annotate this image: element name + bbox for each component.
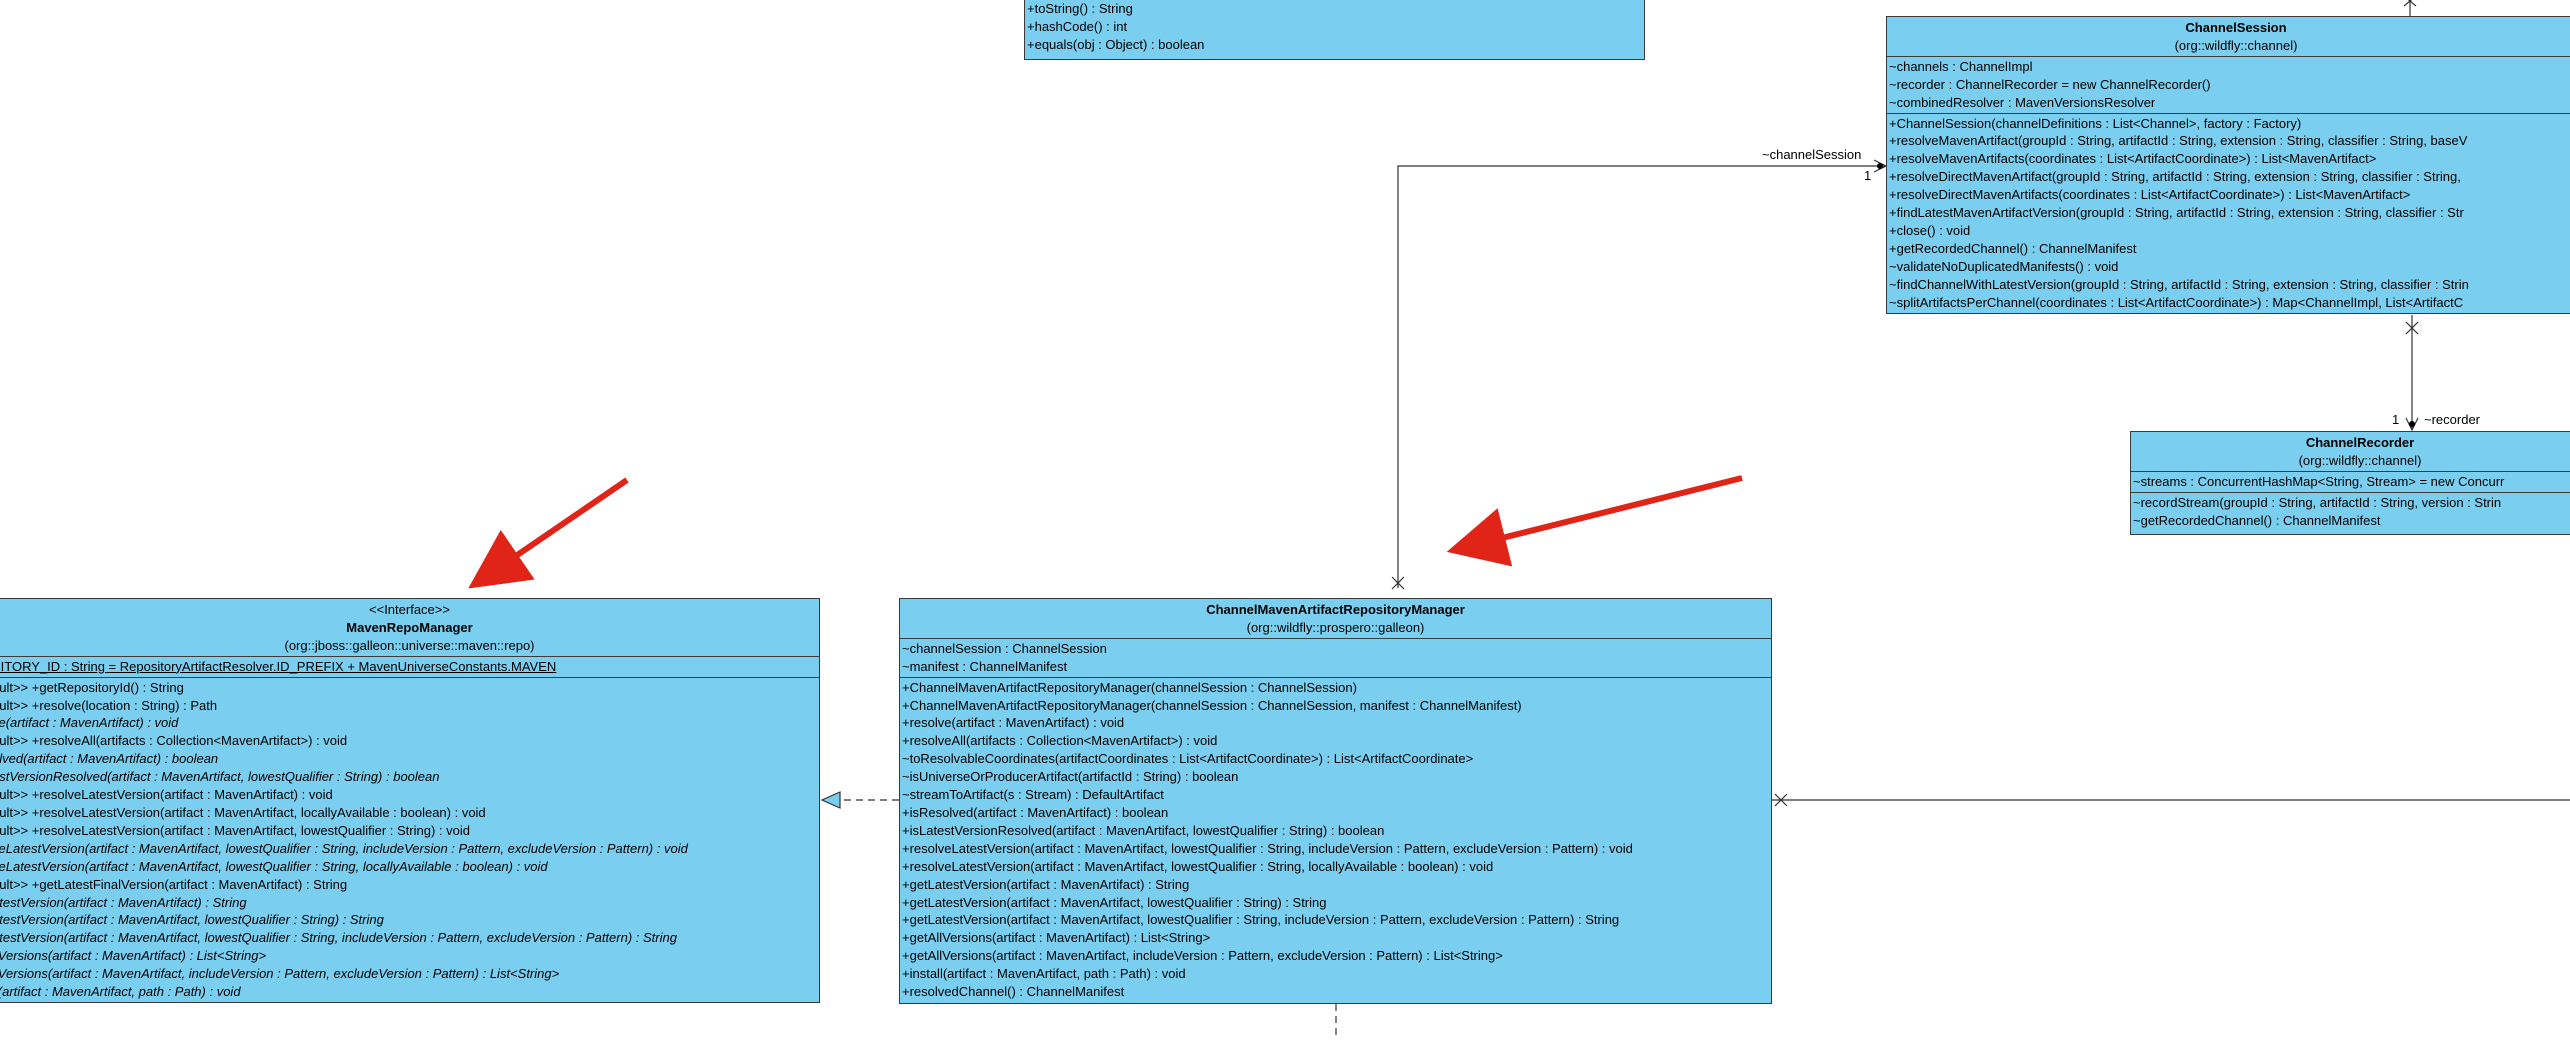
class-channel-maven-artifact-repository-manager[interactable]: ChannelMavenArtifactRepositoryManager (o… [899, 598, 1772, 1004]
class-box-partial: +toString() : String +hashCode() : int +… [1024, 0, 1645, 60]
method: +resolveDirectMavenArtifacts(coordinates… [1889, 187, 2411, 203]
method: +resolveMavenArtifact(groupId : String, … [1889, 133, 2468, 149]
method: +getAllVersions(artifact : MavenArtifact… [902, 948, 1503, 964]
interface-maven-repo-manager[interactable]: <<Interface>> MavenRepoManager (org::jbo… [0, 598, 820, 1003]
x-marker [2405, 321, 2419, 335]
method: +getRecordedChannel() : ChannelManifest [1889, 240, 2137, 256]
x-marker [1391, 576, 1405, 590]
attributes-section: ~channels : ChannelImpl ~recorder : Chan… [1887, 57, 2570, 114]
red-annotation-arrow [1446, 475, 1743, 567]
attributes-section: SITORY_ID : String = RepositoryArtifactR… [0, 657, 819, 678]
method: ault>> +resolveLatestVersion(artifact : … [0, 787, 333, 803]
method: +getLatestVersion(artifact : MavenArtifa… [902, 912, 1620, 928]
attribute: ~channelSession : ChannelSession [902, 640, 1107, 656]
method: +isResolved(artifact : MavenArtifact) : … [902, 804, 1169, 820]
method: +getAllVersions(artifact : MavenArtifact… [902, 930, 1211, 946]
method: ~splitArtifactsPerChannel(coordinates : … [1889, 294, 2464, 310]
methods-section: ault>> +getRepositoryId() : String ault>… [0, 678, 819, 1002]
open-arrowhead [2405, 417, 2419, 432]
method: ault>> +getLatestFinalVersion(artifact :… [0, 876, 348, 892]
method: ault>> +getRepositoryId() : String [0, 679, 184, 695]
method: ve(artifact : MavenArtifact) : void [0, 715, 179, 731]
attributes-section: ~streams : ConcurrentHashMap<String, Str… [2131, 472, 2570, 493]
class-package: (org::wildfly::prospero::galleon) [1246, 619, 1425, 635]
method: +resolveLatestVersion(artifact : MavenAr… [902, 858, 1494, 874]
owned-end-dot [1877, 163, 1883, 169]
attributes-section: ~channelSession : ChannelSession ~manife… [900, 639, 1771, 678]
class-name: MavenRepoManager [346, 619, 473, 635]
method: +isLatestVersionResolved(artifact : Mave… [902, 822, 1385, 838]
role-label-channel-session: ~channelSession [1762, 147, 1862, 162]
multiplicity-label: 1 [1864, 168, 1872, 183]
class-channel-session[interactable]: ChannelSession (org::wildfly::channel) ~… [1886, 16, 2570, 314]
attribute: ~recorder : ChannelRecorder = new Channe… [1889, 76, 2211, 92]
x-marker [1774, 793, 1788, 807]
attribute: ~channels : ChannelImpl [1889, 58, 2033, 74]
method: estVersionResolved(artifact : MavenArtif… [0, 769, 440, 785]
method: +install(artifact : MavenArtifact, path … [902, 966, 1186, 982]
method: +getLatestVersion(artifact : MavenArtifa… [902, 876, 1190, 892]
realization-triangle [820, 791, 841, 809]
method: atestVersion(artifact : MavenArtifact, l… [0, 930, 677, 946]
method: +hashCode() : int [1027, 18, 1128, 34]
method: ~isUniverseOrProducerArtifact(artifactId… [902, 769, 1239, 785]
owned-end-dot [2409, 421, 2415, 427]
method: ~validateNoDuplicatedManifests() : void [1889, 258, 2119, 274]
method: ~streamToArtifact(s : Stream) : DefaultA… [902, 787, 1164, 803]
class-name: ChannelMavenArtifactRepositoryManager [1206, 602, 1465, 617]
method: ault>> +resolveAll(artifacts : Collectio… [0, 733, 348, 749]
class-package: (org::wildfly::channel) [2174, 37, 2298, 53]
method: +equals(obj : Object) : boolean [1027, 36, 1205, 52]
method: +resolveMavenArtifacts(coordinates : Lis… [1889, 151, 2377, 167]
method: ault>> +resolveLatestVersion(artifact : … [0, 804, 486, 820]
attribute: ~streams : ConcurrentHashMap<String, Str… [2133, 473, 2505, 489]
attribute: ~combinedResolver : MavenVersionsResolve… [1889, 94, 2156, 110]
stereotype: <<Interface>> [369, 602, 450, 617]
method: +resolvedChannel() : ChannelManifest [902, 984, 1125, 1000]
method: llVersions(artifact : MavenArtifact, inc… [0, 966, 560, 982]
red-annotation-arrow [468, 477, 629, 589]
method: +ChannelMavenArtifactRepositoryManager(c… [902, 697, 1522, 713]
method: +findLatestMavenArtifactVersion(groupId … [1889, 205, 2464, 221]
method: +ChannelMavenArtifactRepositoryManager(c… [902, 679, 1357, 695]
class-name: ChannelSession [2185, 20, 2287, 35]
method: +resolve(artifact : MavenArtifact) : voi… [902, 715, 1125, 731]
method: veLatestVersion(artifact : MavenArtifact… [0, 858, 548, 874]
class-package: (org::wildfly::channel) [2298, 452, 2422, 468]
multiplicity-label: 1 [2392, 412, 2400, 427]
method: +ChannelSession(channelDefinitions : Lis… [1889, 115, 2302, 131]
methods-section: +ChannelSession(channelDefinitions : Lis… [1887, 114, 2570, 313]
class-name: ChannelRecorder [2305, 435, 2415, 450]
method: +resolveDirectMavenArtifact(groupId : St… [1889, 169, 2461, 185]
method: atestVersion(artifact : MavenArtifact) :… [0, 894, 247, 910]
method: +toString() : String [1027, 1, 1133, 16]
method: +close() : void [1889, 222, 1971, 238]
method: atestVersion(artifact : MavenArtifact, l… [0, 912, 384, 928]
attribute: SITORY_ID : String = RepositoryArtifactR… [0, 658, 557, 674]
method: ~getRecordedChannel() : ChannelManifest [2133, 512, 2381, 528]
method: ll(artifact : MavenArtifact, path : Path… [0, 984, 241, 1000]
method: +getLatestVersion(artifact : MavenArtifa… [902, 894, 1327, 910]
method: +resolveAll(artifacts : Collection<Maven… [902, 733, 1218, 749]
method: ~toResolvableCoordinates(artifactCoordin… [902, 751, 1474, 767]
attribute: ~manifest : ChannelManifest [902, 658, 1068, 674]
method: ault>> +resolve(location : String) : Pat… [0, 697, 218, 713]
method: ault>> +resolveLatestVersion(artifact : … [0, 822, 470, 838]
method: +resolveLatestVersion(artifact : MavenAr… [902, 840, 1633, 856]
methods-section: +ChannelMavenArtifactRepositoryManager(c… [900, 678, 1771, 1002]
method: llVersions(artifact : MavenArtifact) : L… [0, 948, 267, 964]
method: ~recordStream(groupId : String, artifact… [2133, 494, 2502, 510]
methods-section: ~recordStream(groupId : String, artifact… [2131, 493, 2570, 531]
x-marker [2403, 0, 2417, 7]
role-label-recorder: ~recorder [2424, 412, 2480, 427]
method: olved(artifact : MavenArtifact) : boolea… [0, 751, 219, 767]
class-channel-recorder[interactable]: ChannelRecorder (org::wildfly::channel) … [2130, 431, 2570, 535]
method: veLatestVersion(artifact : MavenArtifact… [0, 840, 688, 856]
association-channel-session [1397, 165, 1886, 588]
class-package: (org::jboss::galleon::universe::maven::r… [284, 637, 535, 653]
method: ~findChannelWithLatestVersion(groupId : … [1889, 276, 2469, 292]
